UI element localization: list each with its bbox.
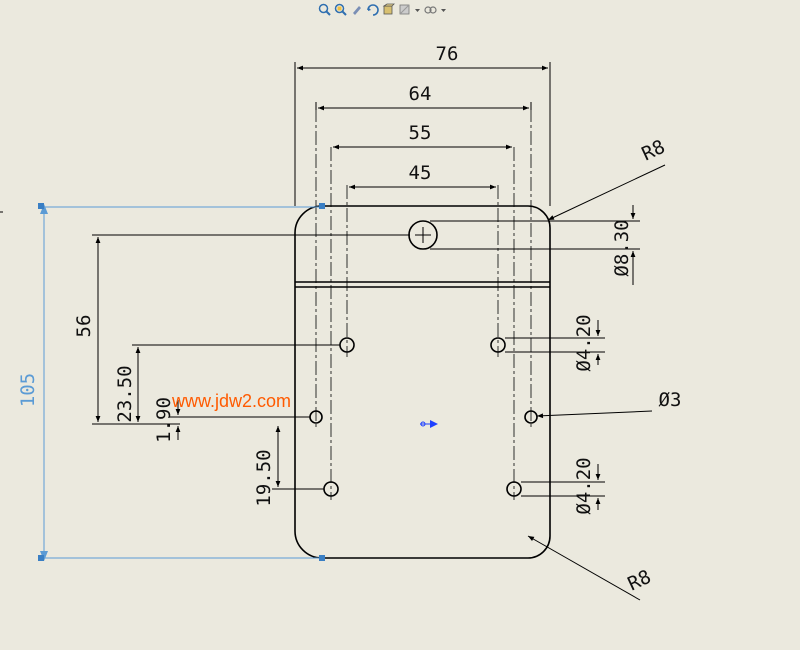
hole-large[interactable] bbox=[408, 220, 438, 250]
dimension-76-text: 76 bbox=[436, 43, 459, 65]
dimension-64[interactable]: 64 bbox=[315, 83, 532, 111]
dimension-radius-top[interactable]: R8 bbox=[547, 136, 668, 221]
dimension-64-text: 64 bbox=[409, 83, 432, 105]
dimension-45[interactable]: 45 bbox=[349, 162, 496, 190]
dimension-105-selected[interactable]: 105 bbox=[17, 203, 325, 561]
selection-handle[interactable] bbox=[38, 203, 44, 209]
view-toolbar bbox=[318, 0, 447, 16]
selection-handle[interactable] bbox=[319, 555, 325, 561]
dimension-diameter-8-30-text: Ø8.30 bbox=[611, 219, 633, 276]
watermark-text: www.jdw2.com bbox=[171, 391, 291, 411]
dimension-diameter-3[interactable]: Ø3 bbox=[536, 389, 682, 419]
dimension-55[interactable]: 55 bbox=[333, 122, 512, 150]
chevron-down-icon[interactable] bbox=[414, 1, 421, 14]
dimension-19-50-text: 19.50 bbox=[253, 449, 275, 506]
dimension-76[interactable]: 76 bbox=[294, 43, 551, 206]
dimension-diameter-4-20-upper[interactable]: Ø4.20 bbox=[505, 314, 605, 372]
dimension-diameter-8-30[interactable]: Ø8.30 bbox=[430, 205, 640, 285]
center-lines bbox=[315, 108, 532, 500]
dimension-radius-top-text: R8 bbox=[638, 136, 668, 166]
selection-handle[interactable] bbox=[319, 203, 325, 209]
dimension-23-50[interactable]: 23.50 bbox=[114, 344, 340, 423]
plate-outline[interactable] bbox=[294, 205, 551, 559]
dimension-45-text: 45 bbox=[409, 162, 432, 184]
dimension-diameter-4-20-lower[interactable]: Ø4.20 bbox=[521, 457, 605, 515]
rotate-icon[interactable] bbox=[366, 1, 379, 16]
origin-marker bbox=[420, 420, 438, 428]
zoom-area-icon[interactable] bbox=[334, 1, 347, 16]
chevron-down-icon[interactable] bbox=[440, 1, 447, 14]
dimension-diameter-4-20-upper-text: Ø4.20 bbox=[573, 314, 595, 371]
dimension-56-text: 56 bbox=[73, 315, 95, 338]
selection-handle[interactable] bbox=[38, 555, 44, 561]
dimension-55-text: 55 bbox=[409, 122, 432, 144]
dimension-19-50[interactable]: 19.50 bbox=[253, 426, 324, 507]
dimension-1-90-text: 1.90 bbox=[153, 397, 175, 443]
section-view-icon[interactable] bbox=[398, 1, 411, 14]
dimension-23-50-text: 23.50 bbox=[114, 365, 136, 422]
dimension-radius-bottom-text: R8 bbox=[624, 566, 654, 596]
zoom-to-fit-icon[interactable] bbox=[318, 1, 331, 16]
dimension-1-90[interactable]: 1.90 bbox=[153, 397, 310, 443]
dimension-diameter-4-20-lower-text: Ø4.20 bbox=[573, 457, 595, 514]
3d-view-icon[interactable] bbox=[382, 1, 395, 14]
display-style-icon[interactable] bbox=[424, 1, 437, 14]
pan-icon[interactable] bbox=[350, 1, 363, 15]
dimension-56[interactable]: 56 bbox=[73, 234, 410, 425]
dimension-105-text: 105 bbox=[17, 373, 39, 407]
dimension-diameter-3-text: Ø3 bbox=[659, 389, 682, 411]
